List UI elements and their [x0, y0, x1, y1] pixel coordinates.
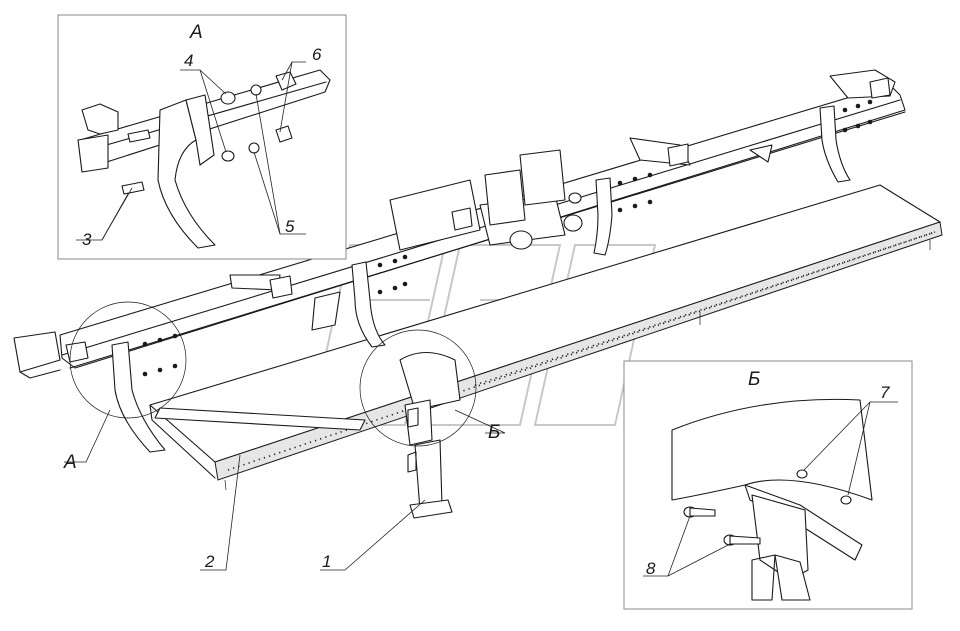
label-part-7: 7 — [880, 383, 890, 402]
step-platform — [149, 184, 943, 491]
detail-view-a: А — [57, 14, 347, 260]
label-part-3: 3 — [82, 230, 92, 249]
support-leg — [399, 351, 461, 519]
label-part-2: 2 — [204, 552, 215, 571]
label-callout-a: А — [63, 452, 77, 473]
detail-b-title: Б — [748, 369, 760, 390]
detail-view-b: Б — [623, 360, 913, 610]
upper-frame-rail — [13, 69, 906, 379]
hanger-brackets — [65, 77, 891, 453]
bolt-holes — [142, 99, 873, 377]
label-part-5: 5 — [285, 217, 295, 236]
detail-a-title: А — [189, 22, 203, 43]
leader-lines — [64, 61, 898, 577]
callout-circle-b — [359, 329, 477, 447]
label-part-1: 1 — [322, 552, 331, 571]
label-part-6: 6 — [312, 45, 322, 64]
label-part-8: 8 — [646, 559, 656, 578]
callout-circle-a — [69, 301, 187, 419]
label-part-4: 4 — [184, 51, 193, 70]
label-callout-b: Б — [488, 422, 500, 443]
